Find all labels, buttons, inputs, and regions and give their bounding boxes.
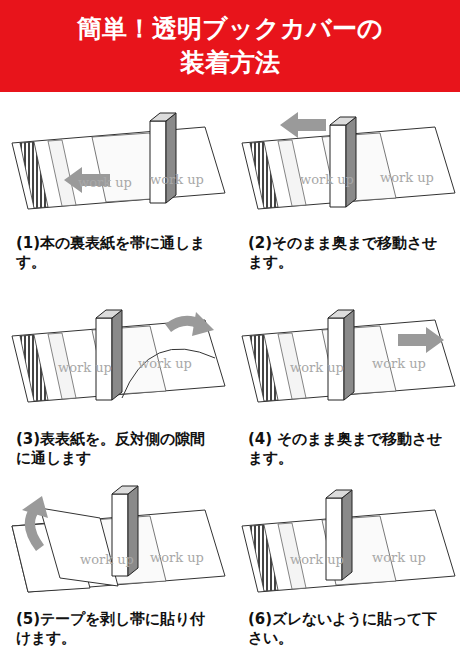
watermark: work up <box>150 550 204 565</box>
watermark: work up <box>58 360 112 375</box>
page-title: 簡単！透明ブックカバーの装着方法 <box>74 12 386 80</box>
step-caption: (5)テープを剥し帯に貼り付けます。 <box>16 610 216 648</box>
watermark: work up <box>380 170 434 185</box>
watermark: work up <box>138 356 192 371</box>
watermark: work up <box>290 552 344 567</box>
watermark: work up <box>372 550 426 565</box>
watermark: work up <box>372 356 426 371</box>
watermark: work up <box>290 360 344 375</box>
header-band <box>0 0 460 92</box>
step-caption: (3)表表紙を。反対側の隙間に通します <box>16 430 216 468</box>
watermark: work up <box>300 172 354 187</box>
step-caption: (6)ズレないように貼って下さい。 <box>248 610 448 648</box>
watermark: work up <box>78 175 132 190</box>
step-caption: (4) そのまま奥まで移動させます。 <box>248 430 448 468</box>
step-caption: (1)本の裏表紙を帯に通します。 <box>16 234 216 272</box>
watermark: work up <box>80 552 134 567</box>
step-caption: (2)そのまま奥まで移動させます。 <box>248 234 448 272</box>
watermark: work up <box>150 172 204 187</box>
